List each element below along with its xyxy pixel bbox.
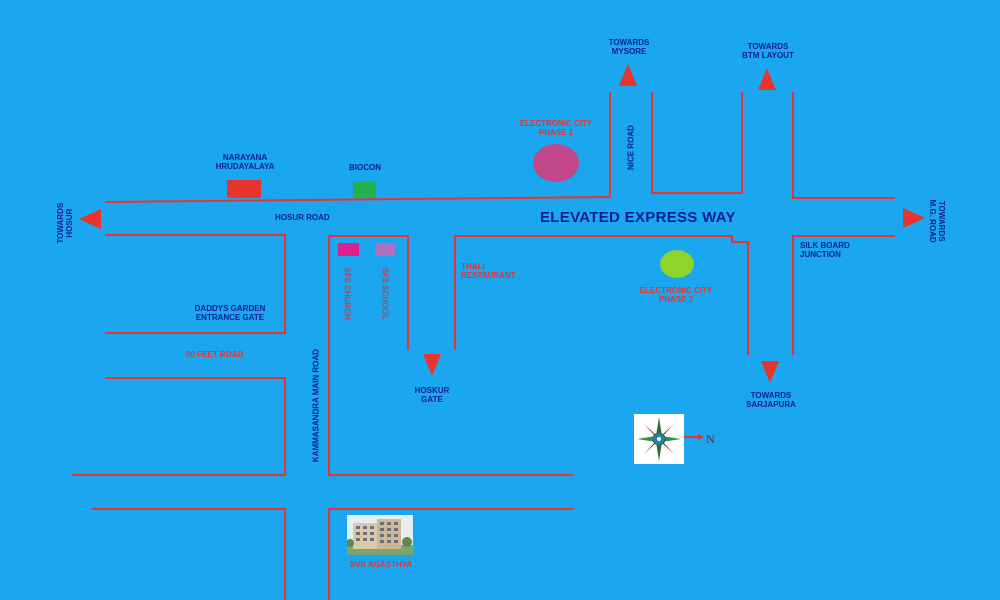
apartment-building-icon <box>347 515 413 555</box>
label-towards-btm: TOWARDS BTM LAYOUT <box>742 42 794 61</box>
kammasandra-right-edge <box>328 236 573 476</box>
arrow-towards-sarjapura <box>761 361 779 383</box>
sfs-church-marker <box>338 243 359 256</box>
label-nice-road: NICE ROAD <box>626 125 636 171</box>
btm-road-right-edge <box>792 92 895 199</box>
ec-phase1-marker <box>533 144 579 182</box>
thali-road <box>454 235 749 355</box>
label-towards-mg-road: TOWARDS M.G. ROAD <box>928 199 947 243</box>
label-ec-phase1: ELECTRONIC CITY PHASE 1 <box>519 119 593 138</box>
label-sfs-school: SFS SCHOOL <box>380 267 390 320</box>
kammasandra-main-left <box>72 378 286 476</box>
sarjapura-road-right <box>792 235 895 355</box>
arrow-towards-mg-road <box>903 208 925 228</box>
lower-road-left <box>92 508 286 600</box>
label-silk-board: SILK BOARD JUNCTION <box>800 241 850 260</box>
ec-phase2-marker <box>660 250 694 278</box>
compass-rose-icon <box>634 414 684 464</box>
compass-arrow <box>698 434 704 440</box>
arrow-towards-mysore <box>619 64 637 86</box>
hosur-bottom-mid <box>329 235 409 350</box>
label-hosur-road: HOSUR ROAD <box>275 213 330 222</box>
label-80-feet-road: 80 FEET ROAD <box>186 350 244 359</box>
hosur-road-top-edge <box>104 196 611 203</box>
narayana-marker <box>227 180 261 198</box>
nice-road-right-edge <box>651 92 743 194</box>
label-sfs-church: SFS CHURCH <box>342 267 352 320</box>
arrow-hoskur-gate <box>423 354 441 376</box>
hosur-road-bottom-edge-left <box>105 234 286 334</box>
sfs-school-marker <box>375 243 395 256</box>
lower-road-right <box>328 508 573 600</box>
label-narayana: NARAYANA HRUDAYALAYA <box>215 153 275 172</box>
label-towards-mysore: TOWARDS MYSORE <box>608 38 650 57</box>
label-elevated-express-way: ELEVATED EXPRESS WAY <box>540 209 736 226</box>
label-towards-sarjapura: TOWARDS SARJAPURA <box>746 391 796 410</box>
label-svr-agasthya: SVR AGASTHYA <box>349 560 413 569</box>
label-hoskur-gate: HOSKUR GATE <box>414 386 450 405</box>
arrow-towards-hosur <box>79 209 101 229</box>
label-towards-hosur: TOWARDS HOSUR <box>55 202 74 244</box>
arrow-towards-btm <box>758 68 776 90</box>
label-biocon: BIOCON <box>349 163 381 172</box>
label-thali: THALI RESTAURANT <box>461 262 516 281</box>
biocon-marker <box>353 181 376 198</box>
label-kammasandra: KAMMASANDRA MAIN ROAD <box>311 349 321 463</box>
label-ec-phase2: ELECTRONIC CITY PHASE 2 <box>639 286 713 305</box>
compass-north-label: N <box>706 432 715 446</box>
label-daddys-garden: DADDYS GARDEN ENTRANCE GATE <box>194 304 266 323</box>
